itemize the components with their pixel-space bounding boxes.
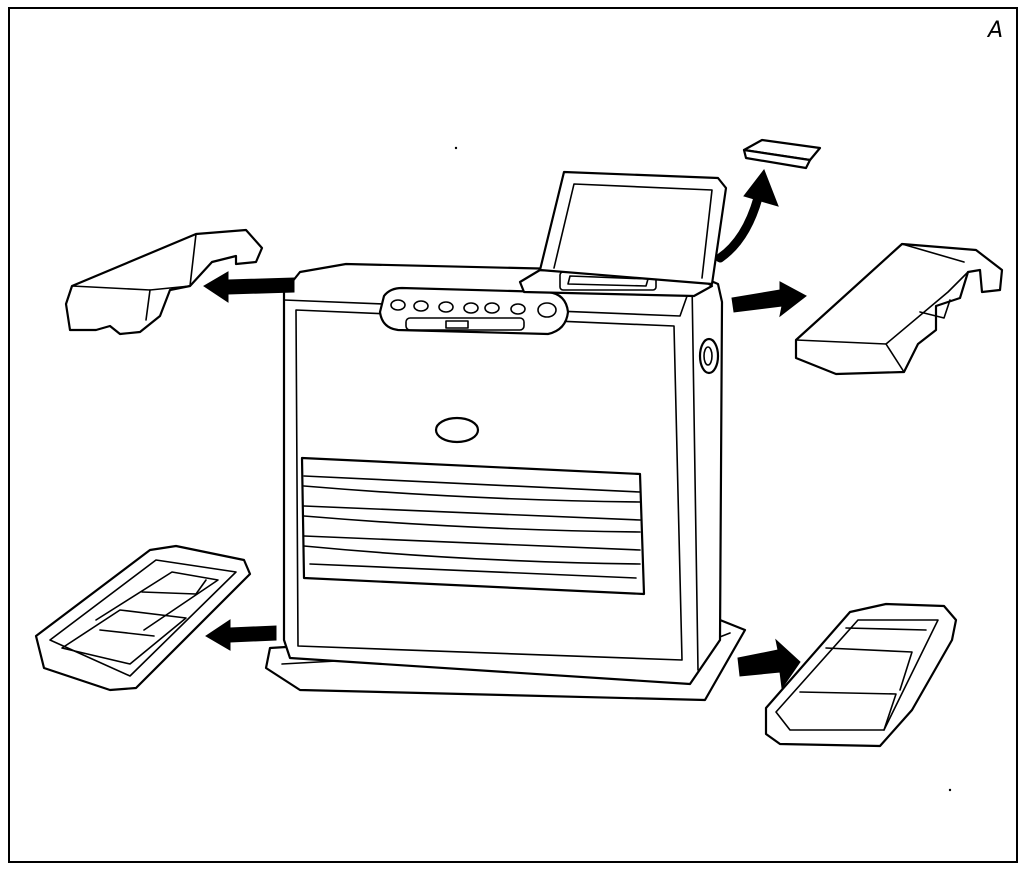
packing-pad (742, 138, 822, 170)
packing-top-right (794, 242, 1004, 376)
emblem (434, 416, 480, 444)
heater-unit (264, 170, 747, 702)
control-buttons (390, 299, 557, 318)
side-knob (698, 337, 720, 375)
packing-bottom-right (764, 602, 958, 748)
figure-label: A (987, 18, 1003, 43)
packing-top-left (64, 228, 264, 336)
arrow-left-top (203, 271, 295, 303)
packing-bottom-left (34, 544, 252, 692)
control-panel (378, 286, 570, 336)
arrow-right-top (731, 281, 807, 318)
figure-frame (8, 7, 1018, 863)
speck (454, 146, 458, 150)
fuel-lid-open (538, 170, 728, 286)
speck (948, 788, 952, 792)
arrow-right-bottom (737, 638, 801, 690)
arrow-left-bottom (205, 619, 277, 651)
arrow-remove-pad (715, 168, 779, 263)
grille-louvers (303, 475, 641, 579)
display-window (405, 317, 525, 331)
